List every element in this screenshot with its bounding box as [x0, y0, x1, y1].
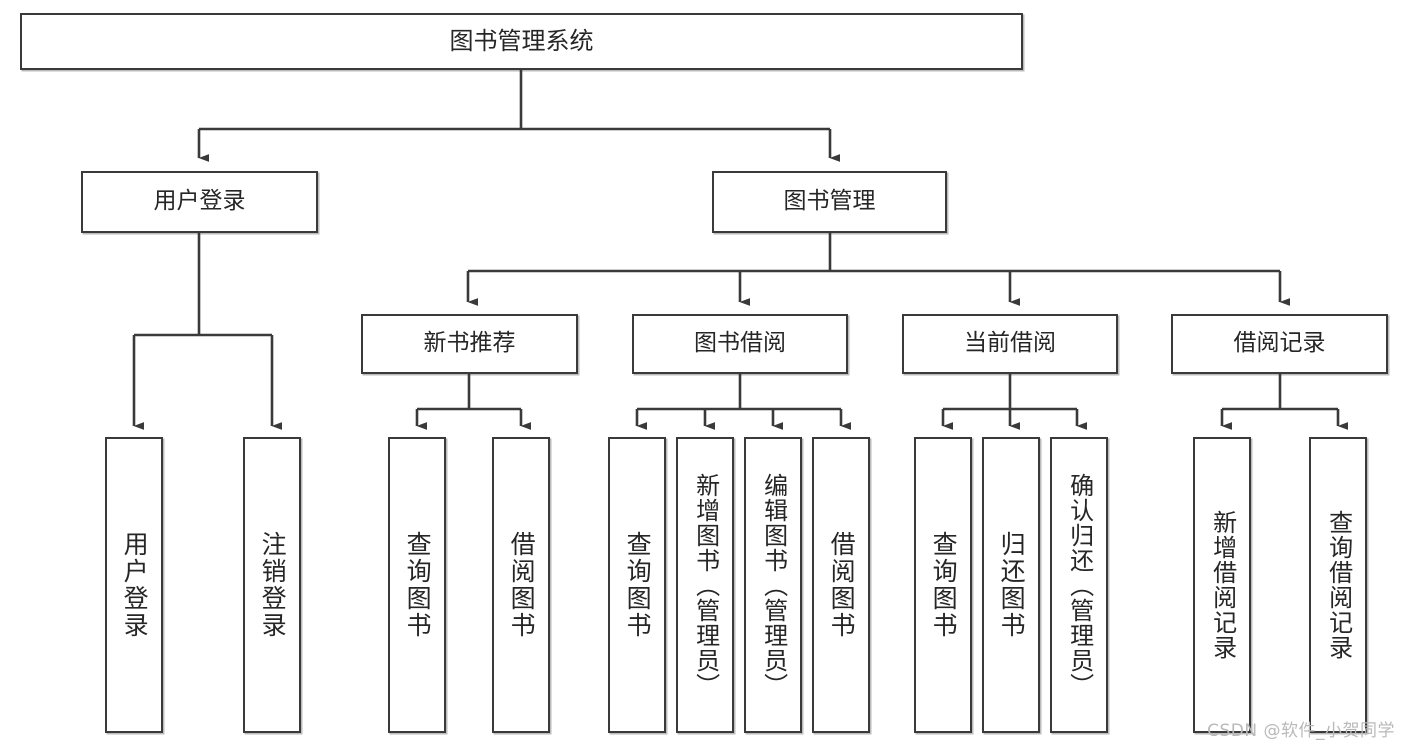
node-label: 用户登录	[153, 188, 246, 215]
node-label: 查询图书	[929, 531, 959, 639]
leaf-record-query-record[interactable]: 查询借阅记录	[1309, 437, 1367, 733]
node-label: 图书管理	[783, 188, 876, 215]
leaf-user-login-login[interactable]: 用户登录	[105, 437, 163, 733]
node-label: 当前借阅	[964, 330, 1056, 357]
node-label: 新增借阅记录	[1208, 510, 1237, 660]
node-label: 编辑图书（管理员）	[759, 472, 788, 698]
node-root-system[interactable]: 图书管理系统	[20, 13, 1023, 70]
node-label: 用户登录	[120, 531, 150, 639]
node-label: 确认归还（管理员）	[1065, 472, 1094, 698]
node-book-management[interactable]: 图书管理	[712, 171, 947, 233]
leaf-current-query-book[interactable]: 查询图书	[914, 437, 972, 733]
node-label: 归还图书	[997, 531, 1027, 639]
leaf-recommend-query-book[interactable]: 查询图书	[388, 437, 446, 733]
leaf-record-add-record[interactable]: 新增借阅记录	[1193, 437, 1251, 733]
node-current-borrow[interactable]: 当前借阅	[902, 314, 1118, 374]
node-borrow-record[interactable]: 借阅记录	[1171, 314, 1388, 374]
leaf-user-login-logout[interactable]: 注销登录	[243, 437, 301, 733]
node-label: 借阅图书	[507, 531, 537, 639]
leaf-borrow-borrow-book[interactable]: 借阅图书	[812, 437, 870, 733]
node-label: 注销登录	[258, 531, 288, 639]
node-label: 图书借阅	[694, 330, 786, 357]
node-label: 图书管理系统	[449, 27, 594, 56]
node-label: 新书推荐	[423, 330, 516, 357]
leaf-borrow-edit-book-admin[interactable]: 编辑图书（管理员）	[744, 437, 802, 733]
node-label: 查询图书	[623, 531, 653, 639]
node-new-book-recommend[interactable]: 新书推荐	[361, 314, 578, 374]
node-user-login[interactable]: 用户登录	[81, 171, 318, 233]
leaf-current-return-book[interactable]: 归还图书	[982, 437, 1040, 733]
leaf-borrow-query-book[interactable]: 查询图书	[608, 437, 666, 733]
node-label: 借阅图书	[827, 531, 857, 639]
node-book-borrow[interactable]: 图书借阅	[632, 314, 848, 374]
node-label: 借阅记录	[1233, 330, 1326, 357]
node-label: 查询借阅记录	[1324, 510, 1353, 660]
leaf-recommend-borrow-book[interactable]: 借阅图书	[492, 437, 550, 733]
leaf-borrow-add-book-admin[interactable]: 新增图书（管理员）	[676, 437, 734, 733]
node-label: 查询图书	[403, 531, 433, 639]
node-label: 新增图书（管理员）	[691, 472, 720, 698]
leaf-current-confirm-return-admin[interactable]: 确认归还（管理员）	[1050, 437, 1108, 733]
